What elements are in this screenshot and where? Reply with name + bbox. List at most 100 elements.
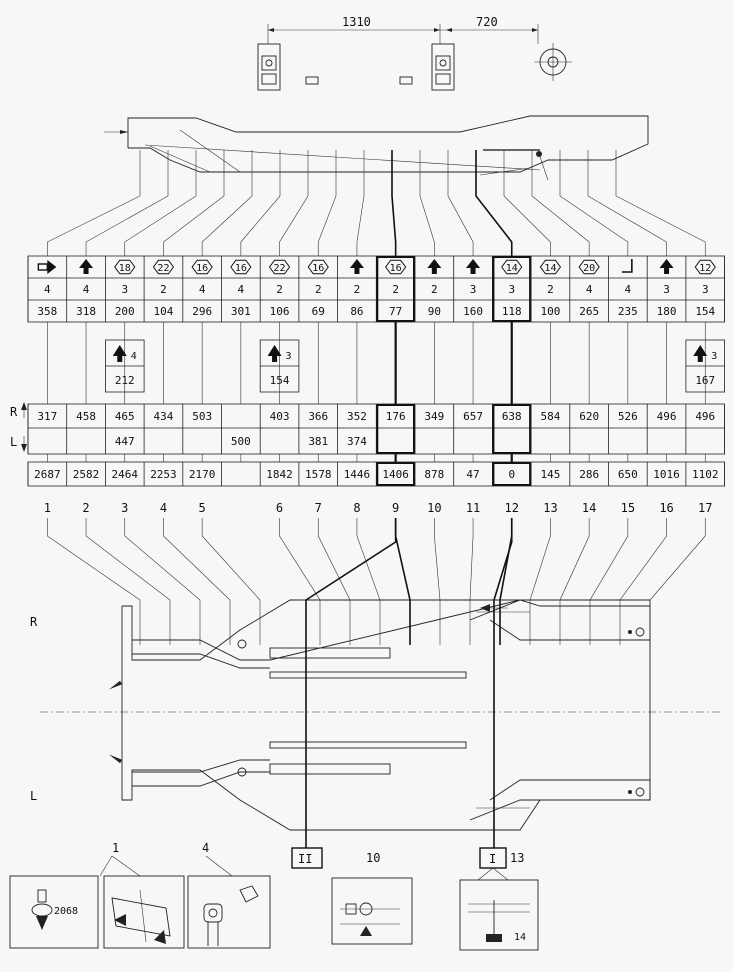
- size-cell: 100: [541, 305, 561, 318]
- size-cell: 296: [192, 305, 212, 318]
- extra-fastener-cell: 3 167: [685, 339, 726, 393]
- top-mounting-detail: 1310 720: [257, 15, 572, 91]
- distance-cell: 1842: [266, 468, 293, 481]
- symbol-cell: [659, 259, 674, 274]
- nut-size-icon: [501, 259, 523, 275]
- fastener-table: 4358317268714318458258221832004212465447…: [27, 255, 726, 515]
- distance-cell: 2253: [150, 468, 177, 481]
- symbol-cell: [427, 259, 442, 274]
- box-i: I: [489, 852, 496, 866]
- extra-qty: 4: [131, 351, 137, 362]
- side-label-l: L: [10, 435, 17, 449]
- arrow-up-icon: [267, 345, 282, 356]
- nut-size-icon: [539, 259, 562, 275]
- arrow-up-icon: [349, 259, 364, 268]
- left-value-cell: 374: [347, 435, 367, 448]
- plan-label-r: R: [30, 615, 38, 629]
- symbol-cell: 16: [307, 259, 329, 275]
- left-value-cell: 500: [231, 435, 251, 448]
- right-value-cell: 176: [386, 410, 406, 423]
- symbol-cell: 22: [152, 259, 175, 275]
- box-ii: II: [298, 852, 312, 866]
- distance-cell: 286: [579, 468, 599, 481]
- arrow-up-icon: [466, 259, 481, 268]
- extra-size: 167: [695, 374, 715, 387]
- size-cell: 118: [502, 305, 522, 318]
- nut-size-label: 12: [699, 263, 711, 274]
- plan-label-l: L: [30, 789, 37, 803]
- distance-cell: 1446: [344, 468, 371, 481]
- detail-box-4: [331, 877, 413, 945]
- distance-cell: 1406: [382, 468, 409, 481]
- right-value-cell: 352: [347, 410, 367, 423]
- nut-size-icon: [152, 259, 175, 275]
- size-cell: 90: [428, 305, 441, 318]
- nut-size-icon: [694, 259, 716, 275]
- nut-size-label: 22: [274, 263, 286, 274]
- distance-cell: 2687: [34, 468, 61, 481]
- frame-side-view: [104, 115, 649, 181]
- column-number: 8: [353, 501, 360, 515]
- column-number: 4: [160, 501, 167, 515]
- right-value-cell: 317: [37, 410, 57, 423]
- nut-size-label: 18: [119, 263, 131, 274]
- dim-720: 720: [476, 15, 498, 29]
- right-value-cell: 434: [154, 410, 174, 423]
- left-value-cell: 381: [308, 435, 328, 448]
- size-cell: 77: [389, 305, 402, 318]
- detail-box-3: [187, 875, 271, 949]
- detail-box-1: [9, 875, 99, 949]
- nut-size-label: 22: [157, 263, 169, 274]
- symbol-cell: [466, 259, 481, 274]
- qty-cell: 4: [625, 283, 632, 296]
- qty-cell: 2: [547, 283, 554, 296]
- column-number: 6: [276, 501, 283, 515]
- right-value-cell: 620: [579, 410, 599, 423]
- distance-cell: 2170: [189, 468, 216, 481]
- size-cell: 180: [657, 305, 677, 318]
- column-number: 1: [44, 501, 51, 515]
- arrow-right-icon: [37, 263, 49, 271]
- right-value-cell: 403: [270, 410, 290, 423]
- distance-cell: 878: [424, 468, 444, 481]
- column-number: 10: [427, 501, 441, 515]
- leader-lines-top: [47, 150, 706, 462]
- right-value-cell: 496: [695, 410, 715, 423]
- qty-cell: 4: [238, 283, 245, 296]
- size-cell: 265: [579, 305, 599, 318]
- symbol-cell: 14: [539, 259, 562, 275]
- qty-cell: 2: [354, 283, 361, 296]
- right-value-cell: 496: [657, 410, 677, 423]
- size-cell: 301: [231, 305, 251, 318]
- right-value-cell: 638: [502, 410, 522, 423]
- extra-qty: 3: [286, 351, 292, 362]
- right-value-cell: 465: [115, 410, 135, 423]
- arrow-up-icon: [693, 345, 708, 356]
- column-number: 12: [505, 501, 519, 515]
- qty-cell: 2: [160, 283, 167, 296]
- extra-qty: 3: [711, 351, 717, 362]
- right-value-cell: 458: [76, 410, 96, 423]
- size-cell: 235: [618, 305, 638, 318]
- distance-cell: 1016: [653, 468, 680, 481]
- nut-size-label: 16: [196, 263, 208, 274]
- column-number: 5: [199, 501, 206, 515]
- size-cell: 200: [115, 305, 135, 318]
- qty-cell: 2: [431, 283, 438, 296]
- right-value-cell: 503: [192, 410, 212, 423]
- nut-size-label: 14: [506, 263, 518, 274]
- symbol-cell: 14: [501, 259, 523, 275]
- label-4: 4: [202, 841, 209, 855]
- symbol-cell: 16: [191, 259, 213, 275]
- column-number: 3: [121, 501, 128, 515]
- qty-cell: 3: [470, 283, 477, 296]
- qty-cell: 3: [702, 283, 709, 296]
- arrow-up-icon: [427, 259, 442, 268]
- symbol-cell: 22: [268, 259, 291, 275]
- size-cell: 358: [37, 305, 57, 318]
- symbol-cell: 20: [578, 259, 600, 275]
- size-cell: 154: [695, 305, 715, 318]
- label-13: 13: [510, 851, 524, 865]
